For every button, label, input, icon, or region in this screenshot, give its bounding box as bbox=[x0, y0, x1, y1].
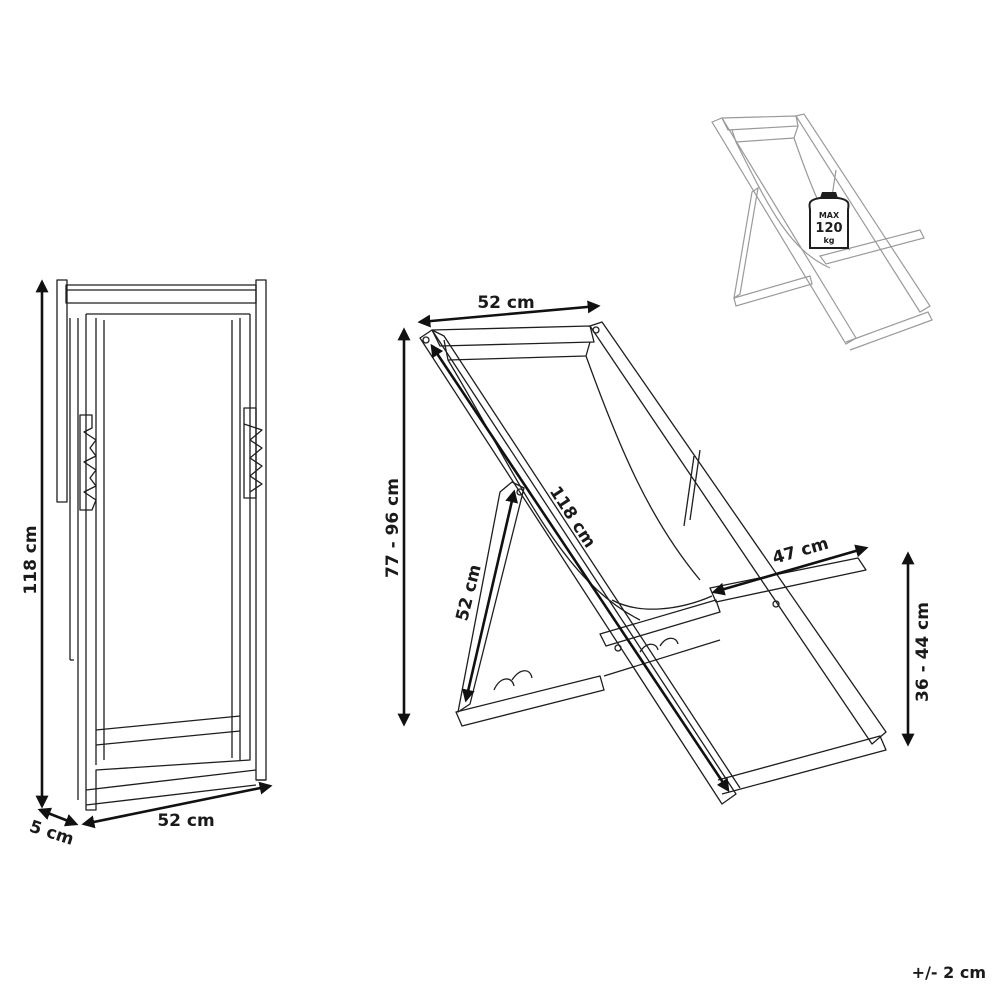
depth-dimension-arrow bbox=[37, 807, 79, 827]
back-height-label: 77 - 96 cm bbox=[383, 478, 403, 578]
tolerance-note: +/- 2 cm bbox=[911, 963, 986, 982]
seat-depth-label: 47 cm bbox=[770, 534, 831, 569]
frame-length-label: 118 cm bbox=[545, 483, 599, 552]
weight-badge-line2: 120 bbox=[815, 221, 842, 236]
frame-length-arrow bbox=[430, 343, 730, 793]
seat-height-label: 36 - 44 cm bbox=[913, 602, 933, 702]
width-dimension-arrow bbox=[81, 781, 273, 829]
top-width-arrow bbox=[417, 300, 601, 328]
folded-width-label: 52 cm bbox=[157, 811, 214, 831]
weight-icon: MAX 120 kg bbox=[808, 192, 850, 249]
support-length-arrow bbox=[462, 489, 518, 703]
seat-depth-arrow bbox=[711, 544, 869, 596]
weight-badge-line3: kg bbox=[823, 236, 834, 245]
folded-chair-drawing bbox=[56, 279, 267, 811]
weight-badge-line1: MAX bbox=[819, 211, 840, 220]
top-width-label: 52 cm bbox=[477, 293, 534, 313]
folded-height-label: 118 cm bbox=[21, 525, 41, 594]
